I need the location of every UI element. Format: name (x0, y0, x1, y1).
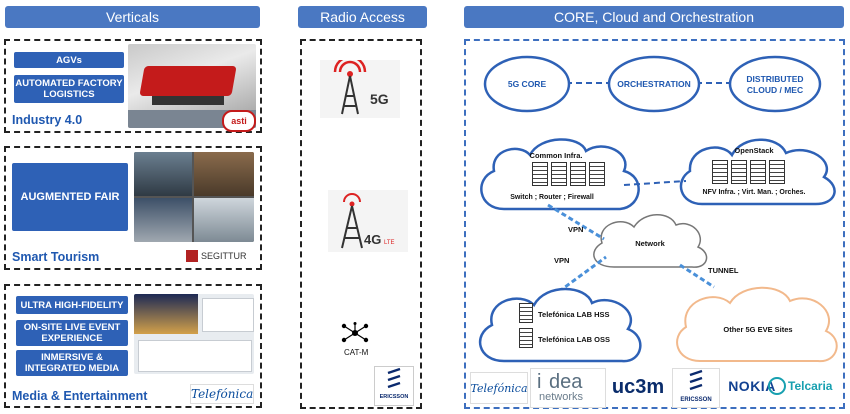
server-icon (570, 162, 586, 186)
common-infra-caption: Switch ; Router ; Firewall (510, 194, 594, 201)
ericsson-text: ERICSSON (680, 397, 712, 403)
tunnel-label: TUNNEL (708, 266, 739, 275)
augmented-fair-pill: AUGMENTED FAIR (12, 163, 128, 231)
server-icon (731, 160, 747, 184)
openstack-title: OpenStack (734, 146, 774, 155)
server-icon (769, 160, 785, 184)
ultra-high-fidelity-pill: ULTRA HIGH-FIDELITY (16, 296, 128, 314)
openstack-server-icons (712, 160, 785, 184)
5g-core-ellipse (483, 55, 571, 113)
inmersive-pill: INMERSIVE & INTEGRATED MEDIA (16, 350, 128, 376)
server-icon (589, 162, 605, 186)
orchestration-ellipse (607, 55, 701, 113)
lte-label: LTE (384, 240, 395, 246)
other-sites-cloud (676, 286, 838, 363)
vpn-label-2: VPN (554, 256, 569, 265)
vpn-label-1: VPN (568, 225, 583, 234)
telefonica-logo: Telefónica (470, 372, 528, 404)
imdea-logo: i dea networks (530, 368, 606, 408)
openstack-caption: NFV Infra. ; Virt. Man. ; Orches. (703, 189, 806, 196)
tourism-label: Smart Tourism (12, 250, 100, 264)
network-cloud (593, 214, 708, 268)
server-icon (712, 160, 728, 184)
asti-text: asti (231, 116, 247, 126)
server-icon (750, 160, 766, 184)
5g-label: 5G (370, 91, 389, 107)
telcaria-text: Telcaria (788, 379, 833, 393)
server-icon (532, 162, 548, 186)
automated-factory-pill: AUTOMATED FACTORY LOGISTICS (14, 75, 124, 103)
5g-core-label: 5G CORE (508, 79, 547, 89)
lab-hss-label: Telefónica LAB HSS (538, 310, 610, 319)
nokia-logo: NOKIA (728, 378, 776, 394)
network-label: Network (635, 239, 665, 248)
5g-antenna-icon: 5G (320, 55, 400, 118)
4g-antenna-icon: 4G LTE (328, 190, 408, 252)
industry-box (4, 39, 262, 133)
other-sites-label: Other 5G EVE Sites (723, 325, 792, 334)
asti-logo: asti (222, 110, 256, 132)
telcaria-logo: Telcaria (768, 372, 840, 400)
agvs-pill: AGVs (14, 52, 124, 68)
telcaria-mark (768, 377, 786, 395)
lab-hss-server-icon (519, 303, 533, 323)
mec-label-2: CLOUD / MEC (747, 85, 803, 95)
radio-access-box (300, 39, 422, 409)
segittur-text: SEGITTUR (201, 251, 247, 261)
industry-label: Industry 4.0 (12, 113, 83, 127)
imdea-i: i (537, 371, 542, 393)
mec-ellipse (728, 55, 822, 113)
server-icon (551, 162, 567, 186)
core-diagram: 5G CORE ORCHESTRATION DISTRIBUTED CLOUD … (478, 55, 838, 363)
orchestration-label: ORCHESTRATION (617, 79, 691, 89)
partner-logos: Telefónica i dea networks uc3m ERICSSON … (468, 364, 842, 408)
fair-photo (134, 152, 254, 242)
media-box (4, 284, 262, 408)
mec-label-1: DISTRIBUTED (746, 74, 803, 84)
live-event-pill: ON-SITE LIVE EVENT EXPERIENCE (16, 320, 128, 346)
telefonica-logo-media: Telefónica (190, 384, 254, 404)
core-header: CORE, Cloud and Orchestration (464, 6, 844, 28)
4g-label: 4G (364, 232, 381, 247)
radio-access-header: Radio Access (298, 6, 427, 28)
segittur-logo: SEGITTUR (186, 248, 252, 264)
lab-oss-label: Telefónica LAB OSS (538, 335, 610, 344)
media-label: Media & Entertainment (12, 389, 148, 403)
lab-oss-server-icon (519, 328, 533, 348)
media-photo (134, 294, 254, 374)
imdea-networks: networks (539, 391, 584, 403)
cat-m-label: CAT-M (344, 348, 369, 357)
cat-m-icon (340, 322, 370, 344)
verticals-header: Verticals (5, 6, 260, 28)
imdea-dea: dea (549, 371, 583, 393)
segittur-mark (186, 250, 198, 262)
vpn-link-common (547, 203, 605, 241)
uc3m-logo: uc3m (611, 375, 665, 398)
ericsson-radio-text: ERICSSON (379, 394, 409, 400)
ericsson-radio-logo: ERICSSON (374, 366, 414, 406)
tunnel-link (679, 263, 715, 289)
tourism-box (4, 146, 262, 270)
common-server-icons (532, 162, 605, 186)
link-common-openstack (623, 180, 687, 186)
ericsson-logo: ERICSSON (672, 368, 720, 408)
telefonica-lab-cloud (478, 287, 642, 363)
common-infra-title: Common Infra. (530, 151, 583, 160)
core-box (464, 39, 845, 409)
